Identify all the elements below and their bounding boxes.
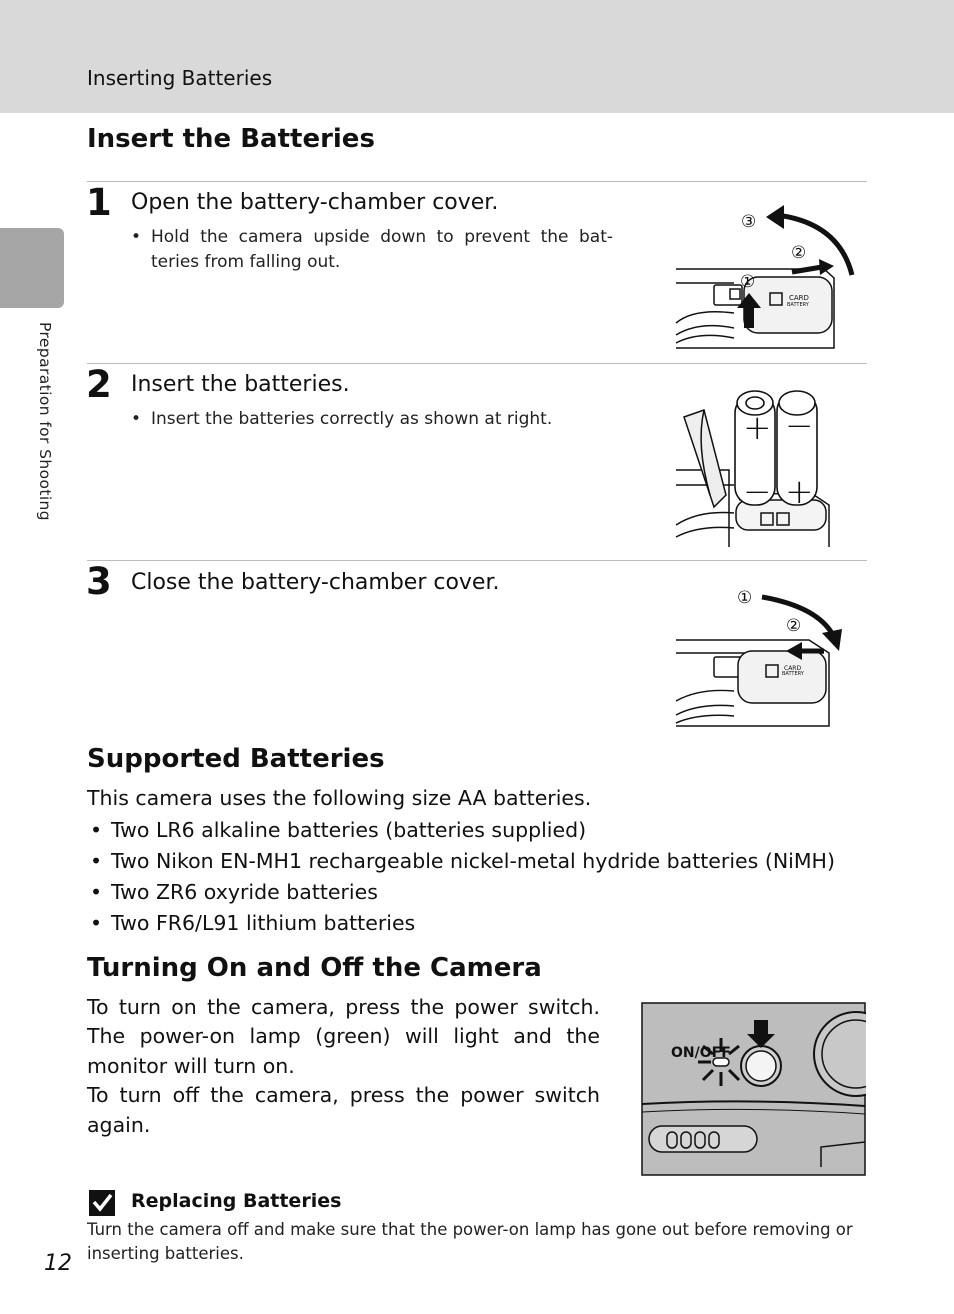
check-icon <box>89 1190 115 1216</box>
bullet-dot: • <box>131 227 142 247</box>
mark-1: ① <box>740 272 755 292</box>
step1-bullet: • Hold the camera upside down to prevent… <box>131 225 613 275</box>
close-mark-1: ① <box>737 588 752 608</box>
power-switch-illustration: ON/OFF <box>641 1002 866 1176</box>
chapter-label: Preparation for Shooting <box>36 322 54 521</box>
step1-divider <box>87 181 867 182</box>
card-text-2: CARD <box>784 665 801 672</box>
arrow-curve-icon <box>766 205 784 229</box>
section-title: Inserting Batteries <box>87 66 273 90</box>
turning-para-on: To turn on the camera, press the power s… <box>87 995 600 1078</box>
step3-title: Close the battery-chamber cover. <box>131 570 500 595</box>
close-mark-2: ② <box>786 616 801 636</box>
turning-para-off: To turn off the camera, press the power … <box>87 1083 600 1137</box>
card-text: CARD <box>789 294 809 302</box>
arrow-curve-down-icon <box>822 629 842 651</box>
on-off-label: ON/OFF <box>671 1045 731 1061</box>
step1-bullet-line2: teries from falling out. <box>151 252 341 272</box>
step1-number: 1 <box>86 181 112 224</box>
step2-bullet-line1: Insert the batteries correctly as shown … <box>151 409 553 429</box>
list-item: Two FR6/L91 lithium batteries <box>87 908 835 939</box>
list-item: Two LR6 alkaline batteries (batteries su… <box>87 815 835 846</box>
battery-list: Two LR6 alkaline batteries (batteries su… <box>87 815 835 939</box>
header-band <box>0 0 954 113</box>
insert-batteries-illustration: + − − + <box>675 390 830 547</box>
battery2-minus: − <box>785 406 814 446</box>
bullet-dot: • <box>131 409 142 429</box>
mark-3: ③ <box>741 212 756 232</box>
turning-heading: Turning On and Off the Camera <box>87 953 542 983</box>
note-title: Replacing Batteries <box>131 1190 342 1212</box>
turning-paragraph: To turn on the camera, press the power s… <box>87 993 600 1140</box>
supported-intro: This camera uses the following size AA b… <box>87 786 592 810</box>
list-item: Two Nikon EN-MH1 rechargeable nickel-met… <box>87 846 835 877</box>
battery1-plus: + <box>743 408 772 448</box>
battery2-plus: + <box>785 472 814 512</box>
step2-title: Insert the batteries. <box>131 372 350 397</box>
arrow-right-icon <box>819 259 834 275</box>
step3-number: 3 <box>86 560 112 603</box>
open-cover-illustration: CARD BATTERY ③ ② ① <box>675 205 855 349</box>
close-cover-illustration: CARD BATTERY ① ② <box>675 588 842 727</box>
step2-number: 2 <box>86 363 112 406</box>
mark-2: ② <box>791 243 806 263</box>
step3-divider <box>87 560 867 561</box>
supported-heading: Supported Batteries <box>87 744 385 774</box>
insert-heading: Insert the Batteries <box>87 124 375 154</box>
step1-title: Open the battery-chamber cover. <box>131 190 499 215</box>
press-arrow-icon <box>747 1020 775 1048</box>
list-item: Two ZR6 oxyride batteries <box>87 877 835 908</box>
battery-text-2: BATTERY <box>782 671 805 677</box>
chapter-tab <box>0 228 64 308</box>
step2-bullet: • Insert the batteries correctly as show… <box>131 407 651 432</box>
arrow-left-icon <box>786 642 802 660</box>
arrow-up-icon <box>737 293 761 328</box>
battery1-minus: − <box>743 472 772 512</box>
step2-divider <box>87 363 867 364</box>
battery-text: BATTERY <box>787 302 810 308</box>
step1-bullet-line1: Hold the camera upside down to prevent t… <box>151 227 613 247</box>
power-lamp-icon <box>698 1038 741 1086</box>
page-number: 12 <box>44 1251 72 1276</box>
note-text: Turn the camera off and make sure that t… <box>87 1220 853 1263</box>
